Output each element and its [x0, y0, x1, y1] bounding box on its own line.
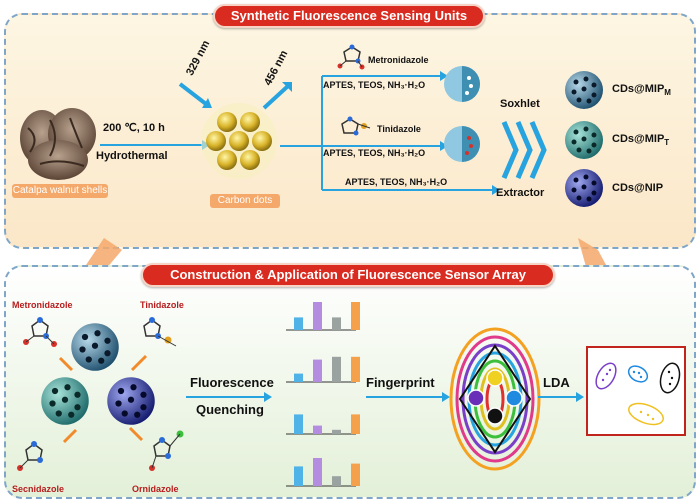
- lda-label: LDA: [543, 375, 570, 390]
- response-bar-charts: [286, 302, 360, 487]
- bar-chart-3-bar-3: [332, 429, 341, 434]
- analyte-secnidazole-label: Secnidazole: [12, 484, 65, 494]
- lda-plot: [586, 346, 686, 436]
- analyte-tinidazole-label: Tinidazole: [140, 300, 184, 310]
- cds-mip-m-sphere: [565, 71, 603, 109]
- fluorescence-label: Fluorescence: [190, 375, 274, 390]
- extractor-label: Extractor: [496, 187, 545, 199]
- metronidazole-template-label: Metronidazole: [368, 55, 429, 65]
- reagents-m-label: APTES, TEOS, NH₃·H₂O: [323, 80, 426, 90]
- hydrothermal-method: Hydrothermal: [96, 150, 168, 162]
- imprinted-particle-m-icon: [444, 66, 480, 102]
- bar-chart-1-bar-3: [332, 317, 341, 330]
- walnut-shells-label: Catalpa walnut shells: [12, 184, 108, 198]
- bar-chart-3-bar-2: [313, 425, 322, 434]
- metronidazole-molecule-icon: [337, 44, 365, 70]
- bar-chart-4-bar-2: [313, 458, 322, 486]
- soxhlet-label: Soxhlet: [500, 98, 540, 110]
- bar-chart-2-bar-1: [294, 373, 303, 382]
- hydrothermal-conditions: 200 ℃, 10 h: [103, 122, 165, 134]
- fingerprint-image: [449, 327, 541, 471]
- bar-chart-2-bar-2: [313, 359, 322, 382]
- tinidazole-molecule-icon: [341, 116, 371, 136]
- bar-chart-4-bar-3: [332, 476, 341, 486]
- metronidazole-molecule-icon-2: [23, 317, 57, 347]
- bar-chart-3-bar-1: [294, 414, 303, 434]
- bar-chart-2-bar-3: [332, 356, 341, 382]
- bar-chart-2-bar-4: [351, 356, 360, 382]
- reagents-t-label: APTES, TEOS, NH₃·H₂O: [323, 148, 426, 158]
- tinidazole-template-label: Tinidazole: [377, 124, 421, 134]
- synthesis-banner: Synthetic Fluorescence Sensing Units: [213, 4, 485, 28]
- bar-chart-1-bar-4: [351, 302, 360, 330]
- cds-nip-label: CDs@NIP: [612, 182, 664, 194]
- soxhlet-chevrons: [501, 121, 547, 179]
- application-banner: Construction & Application of Fluorescen…: [141, 263, 555, 287]
- synthesis-branch-arrows: [280, 71, 500, 195]
- bar-chart-4-bar-4: [351, 463, 360, 486]
- quenching-label: Quenching: [196, 402, 264, 417]
- ornidazole-molecule-icon: [149, 430, 184, 471]
- cds-mip-t-sphere: [565, 121, 603, 159]
- analyte-ornidazole-label: Ornidazole: [132, 484, 179, 494]
- lda-arrow: [538, 392, 584, 402]
- emission-arrow: [262, 82, 292, 110]
- sensor-sphere-t: [41, 377, 89, 425]
- fingerprint-arrow: [366, 392, 450, 402]
- bar-chart-1-bar-2: [313, 302, 322, 330]
- bar-chart-4-bar-1: [294, 466, 303, 486]
- cds-nip-sphere: [565, 169, 603, 207]
- tinidazole-molecule-icon-2: [143, 317, 177, 347]
- reagents-nip-label: APTES, TEOS, NH₃·H₂O: [345, 177, 448, 187]
- carbon-dots-image: [201, 103, 277, 179]
- cds-mip-t-label: CDs@MIPT: [612, 133, 670, 148]
- carbon-dots-label: Carbon dots: [210, 194, 280, 208]
- quenching-arrow: [186, 392, 272, 402]
- excitation-arrow: [178, 82, 212, 108]
- analyte-metronidazole-label: Metronidazole: [12, 300, 73, 310]
- walnut-shells-image: [20, 108, 96, 180]
- sensor-sphere-nip: [107, 377, 155, 425]
- bar-chart-1-bar-1: [294, 317, 303, 330]
- analyte-arrows: [58, 354, 148, 444]
- cds-mip-m-label: CDs@MIPM: [612, 83, 671, 98]
- imprinted-particle-t-icon: [444, 126, 480, 162]
- hydrothermal-arrow: [100, 140, 210, 150]
- secnidazole-molecule-icon: [17, 441, 43, 471]
- fingerprint-label: Fingerprint: [366, 375, 435, 390]
- sensor-sphere-m: [71, 323, 119, 371]
- bar-chart-3-bar-4: [351, 414, 360, 434]
